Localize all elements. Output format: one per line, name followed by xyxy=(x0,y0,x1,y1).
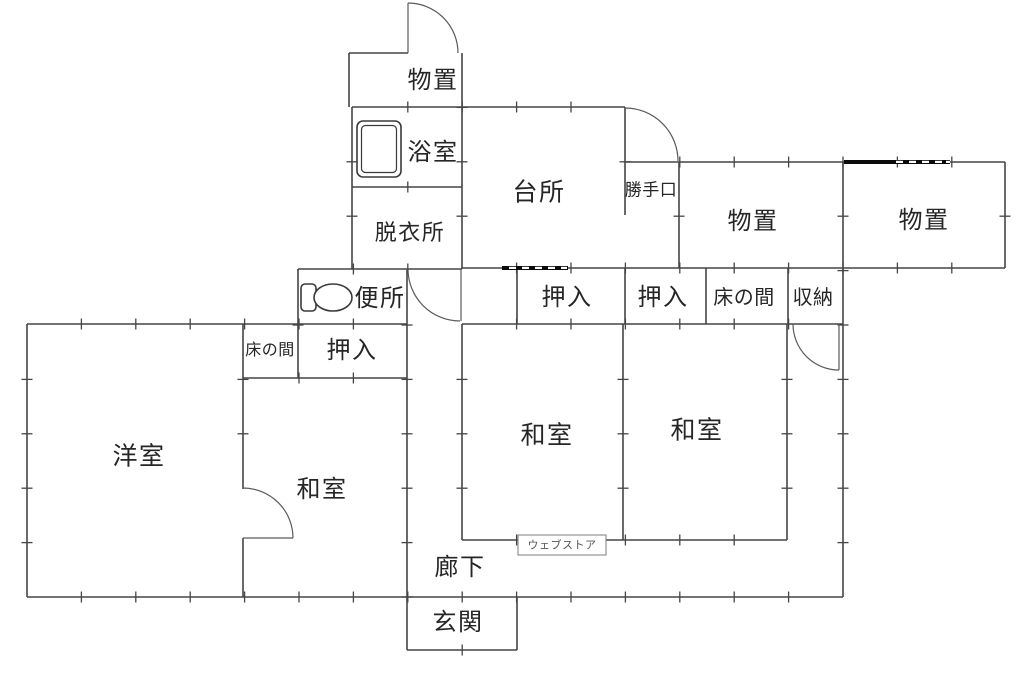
room-label-datsuijo: 脱衣所 xyxy=(374,221,446,246)
webstore-watermark: ウェブストア xyxy=(517,534,607,556)
door-arc xyxy=(792,323,840,371)
room-label-tokonoma-right: 床の間 xyxy=(713,285,775,309)
room-label-yokushitsu: 浴室 xyxy=(407,138,459,166)
room-label-monooki-right: 物置 xyxy=(898,206,950,234)
room-label-monooki-mid: 物置 xyxy=(727,207,779,235)
room-label-oshiire-b: 押入 xyxy=(637,283,689,311)
doors-group xyxy=(242,2,840,539)
toilet-icon xyxy=(300,283,353,312)
room-label-benjo: 便所 xyxy=(354,284,406,312)
room-label-katteguchi: 勝手口 xyxy=(624,180,678,201)
door-arc xyxy=(242,487,294,539)
shutter-bars-group xyxy=(502,160,950,270)
room-label-oshiire-left: 押入 xyxy=(326,336,378,364)
door-arc xyxy=(407,268,461,322)
shutter-dashes xyxy=(896,160,950,163)
room-label-washitsu-bl: 和室 xyxy=(296,475,348,503)
room-label-monooki-top: 物置 xyxy=(407,66,459,94)
room-label-oshiire-a: 押入 xyxy=(541,283,593,311)
door-arc xyxy=(407,2,459,54)
door-arc xyxy=(624,107,679,162)
walls-group xyxy=(21,52,1011,656)
room-label-tokonoma-left: 床の間 xyxy=(245,340,295,359)
room-label-youshitsu: 洋室 xyxy=(112,441,166,471)
fixtures-group xyxy=(300,120,402,312)
shutter-dashes xyxy=(509,266,567,269)
bathtub-icon xyxy=(356,120,402,178)
room-label-shuunou: 収納 xyxy=(792,285,834,309)
room-label-rouka: 廊下 xyxy=(434,553,486,581)
room-label-washitsu-c2: 和室 xyxy=(670,415,724,445)
room-label-daidokoro: 台所 xyxy=(512,177,566,207)
room-label-washitsu-c1: 和室 xyxy=(520,420,574,450)
room-label-genkan: 玄関 xyxy=(432,608,484,636)
